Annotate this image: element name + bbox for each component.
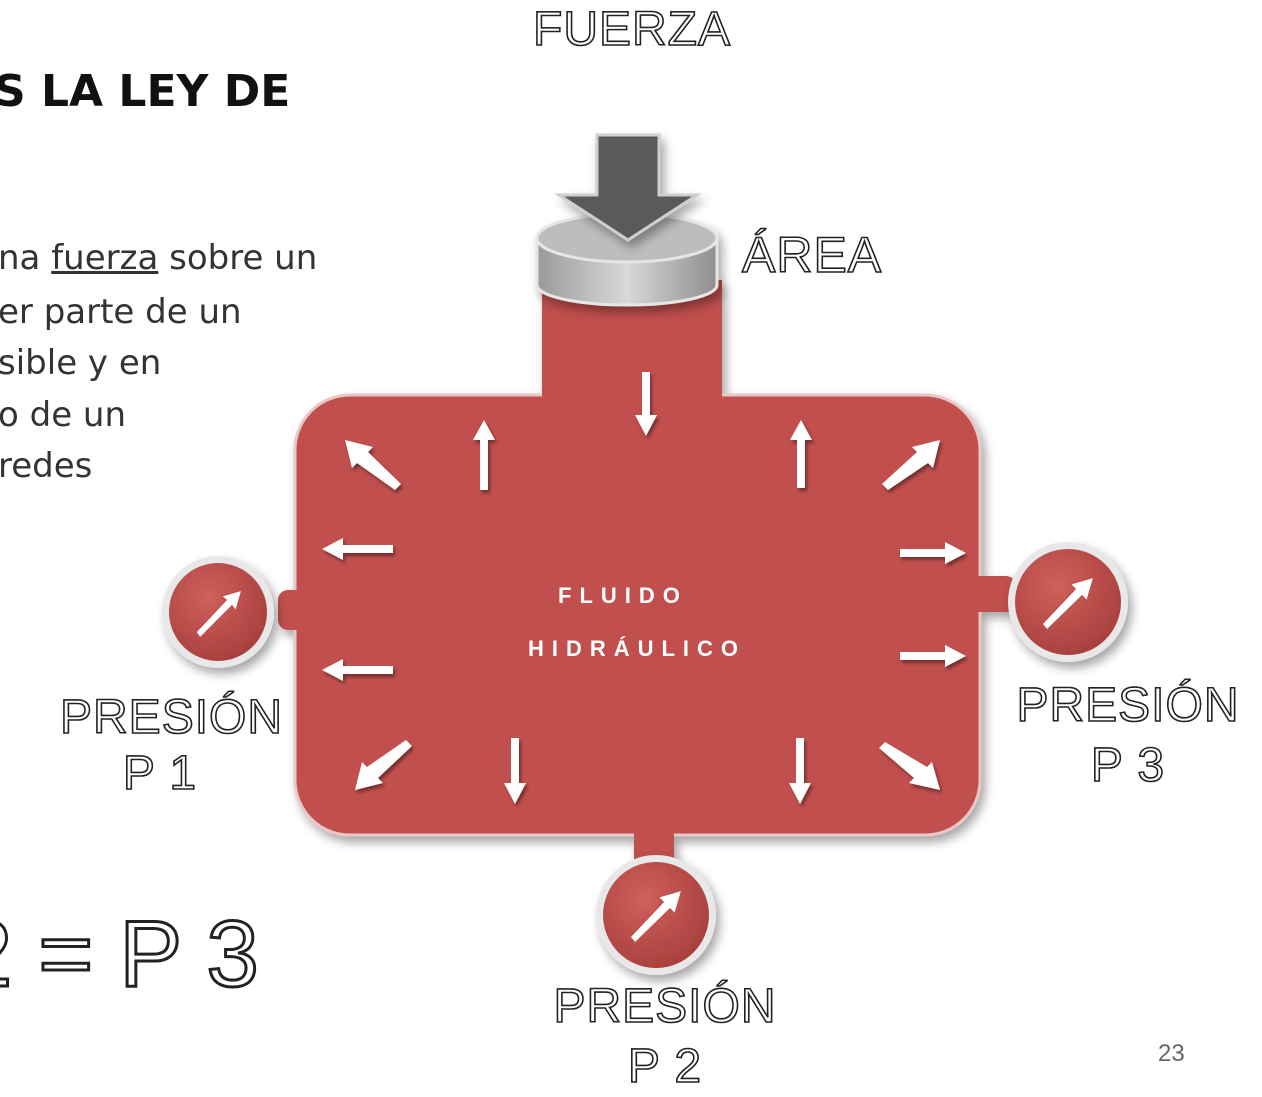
gauge-needle-icon [195, 588, 244, 640]
arrow-down-left-icon [355, 740, 412, 790]
body-line-2: er parte de un [0, 292, 242, 332]
body-line-1-pre: na [0, 238, 52, 278]
arrow-left-icon [322, 659, 393, 681]
arrow-right-icon [900, 542, 966, 564]
arrow-left-icon [322, 538, 393, 560]
arrow-right-icon [900, 645, 966, 667]
arrow-up-icon [790, 420, 812, 488]
pressure-p3-title: PRESIÓN [1016, 678, 1240, 733]
gauge-p3 [1008, 542, 1128, 662]
body-line-1: na fuerza sobre un [0, 238, 317, 278]
force-label: FUERZA [532, 2, 731, 57]
pressure-p1-label: PRESIÓN P 1 [59, 690, 284, 802]
arrow-up-left-icon [345, 440, 401, 490]
pressure-p2-label: PRESIÓN P 2 [545, 977, 785, 1097]
pressure-p1-title: PRESIÓN [59, 690, 284, 745]
arrow-down-icon [789, 738, 811, 804]
fluid-label-line2: HIDRÁULICO [528, 636, 746, 661]
body-line-3: sible y en [0, 343, 162, 383]
pressure-arrows [322, 372, 966, 804]
fuerza-link-text: fuerza [51, 238, 159, 278]
pressure-p2-title: PRESIÓN [553, 979, 777, 1034]
pressure-p3-name: P 3 [1090, 738, 1166, 793]
pressure-p3-label: PRESIÓN P 3 [1008, 676, 1248, 796]
gauge-p2 [596, 855, 716, 975]
body-line-5: redes [0, 446, 93, 486]
page-number: 23 [1158, 1040, 1185, 1067]
pressure-p2-name: P 2 [627, 1039, 703, 1094]
fluid-label-line1: FLUIDO [558, 583, 688, 608]
arrow-up-right-icon [882, 440, 940, 490]
gauge-p1 [162, 556, 274, 668]
gauge-needle-icon [628, 888, 684, 945]
body-line-4: o de un [0, 395, 127, 435]
arrow-down-icon [635, 372, 657, 436]
pascal-equation: 2 = P 3 [0, 900, 260, 1008]
slide-title: S LA LEY DE [0, 66, 291, 117]
arrow-down-right-icon [879, 742, 940, 790]
force-arrow [553, 133, 703, 242]
arrow-up-icon [473, 420, 495, 490]
fluid-container [278, 280, 1016, 880]
pressure-p1-name: P 1 [122, 746, 198, 801]
gauge-needle-icon [1040, 575, 1096, 632]
body-line-1-post: sobre un [158, 238, 318, 278]
area-label: ÁREA [741, 226, 883, 284]
arrow-down-icon [504, 738, 526, 804]
